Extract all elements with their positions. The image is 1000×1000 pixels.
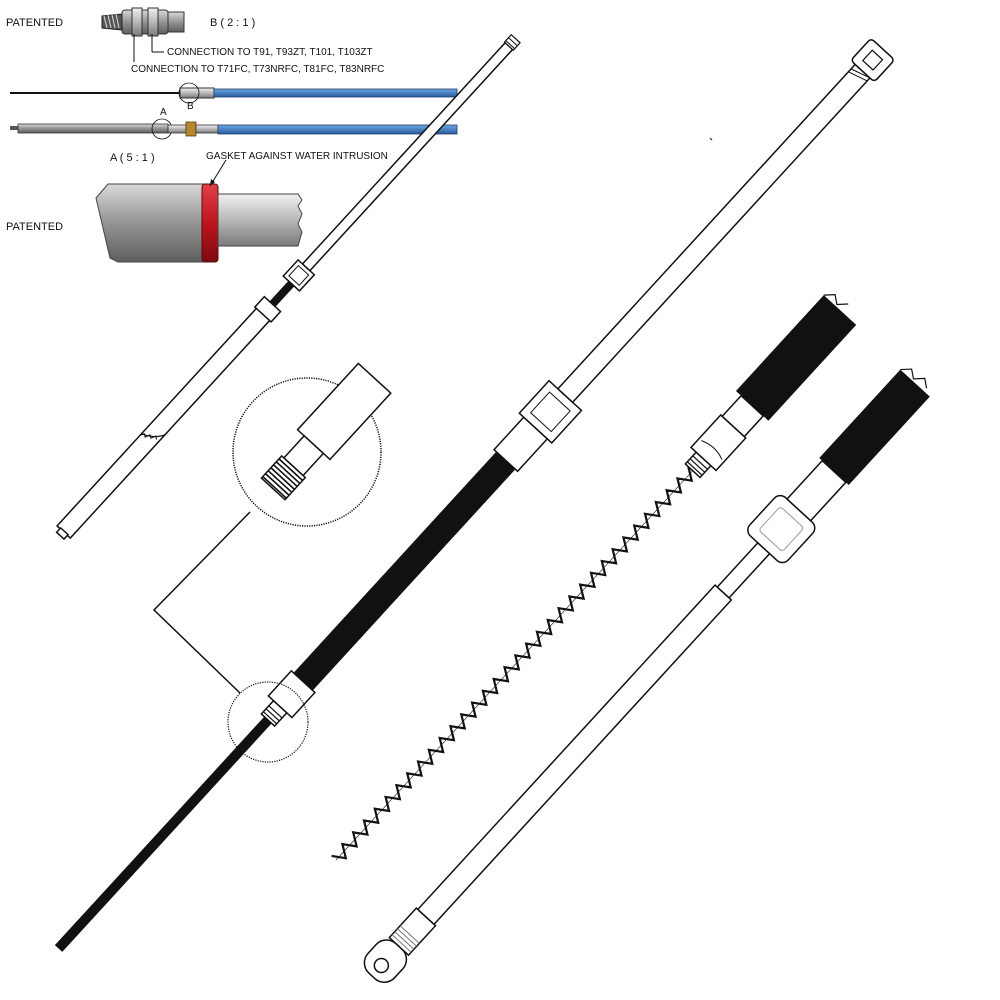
connection-t71-label: CONNECTION TO T71FC, T73NRFC, T81FC, T83…	[131, 64, 385, 75]
helix-core	[331, 294, 857, 861]
callout-a-label: A	[160, 107, 167, 118]
detail-a-scale: A ( 5 : 1 )	[110, 152, 155, 164]
zoom-circle-upper	[232, 362, 392, 527]
connection-t91-label: CONNECTION TO T91, T93ZT, T101, T103ZT	[167, 47, 373, 58]
patented-label-top: PATENTED	[6, 17, 64, 29]
gasket-note: GASKET AGAINST WATER INTRUSION	[206, 151, 388, 162]
gasket-detail	[95, 159, 303, 263]
callout-b-label: B	[187, 101, 194, 112]
right-cable	[363, 368, 930, 983]
detail-b-connector	[101, 7, 185, 62]
main-cable	[54, 39, 894, 952]
zoom-circle-lower	[227, 681, 309, 763]
lower-cable	[10, 118, 458, 140]
zoom-leader-line	[152, 511, 251, 694]
detail-b-scale: B ( 2 : 1 )	[210, 17, 256, 29]
stray-mark	[709, 137, 713, 141]
upper-cable	[10, 82, 458, 104]
patented-label-bottom: PATENTED	[6, 221, 64, 233]
upper-left-tube	[55, 33, 521, 541]
